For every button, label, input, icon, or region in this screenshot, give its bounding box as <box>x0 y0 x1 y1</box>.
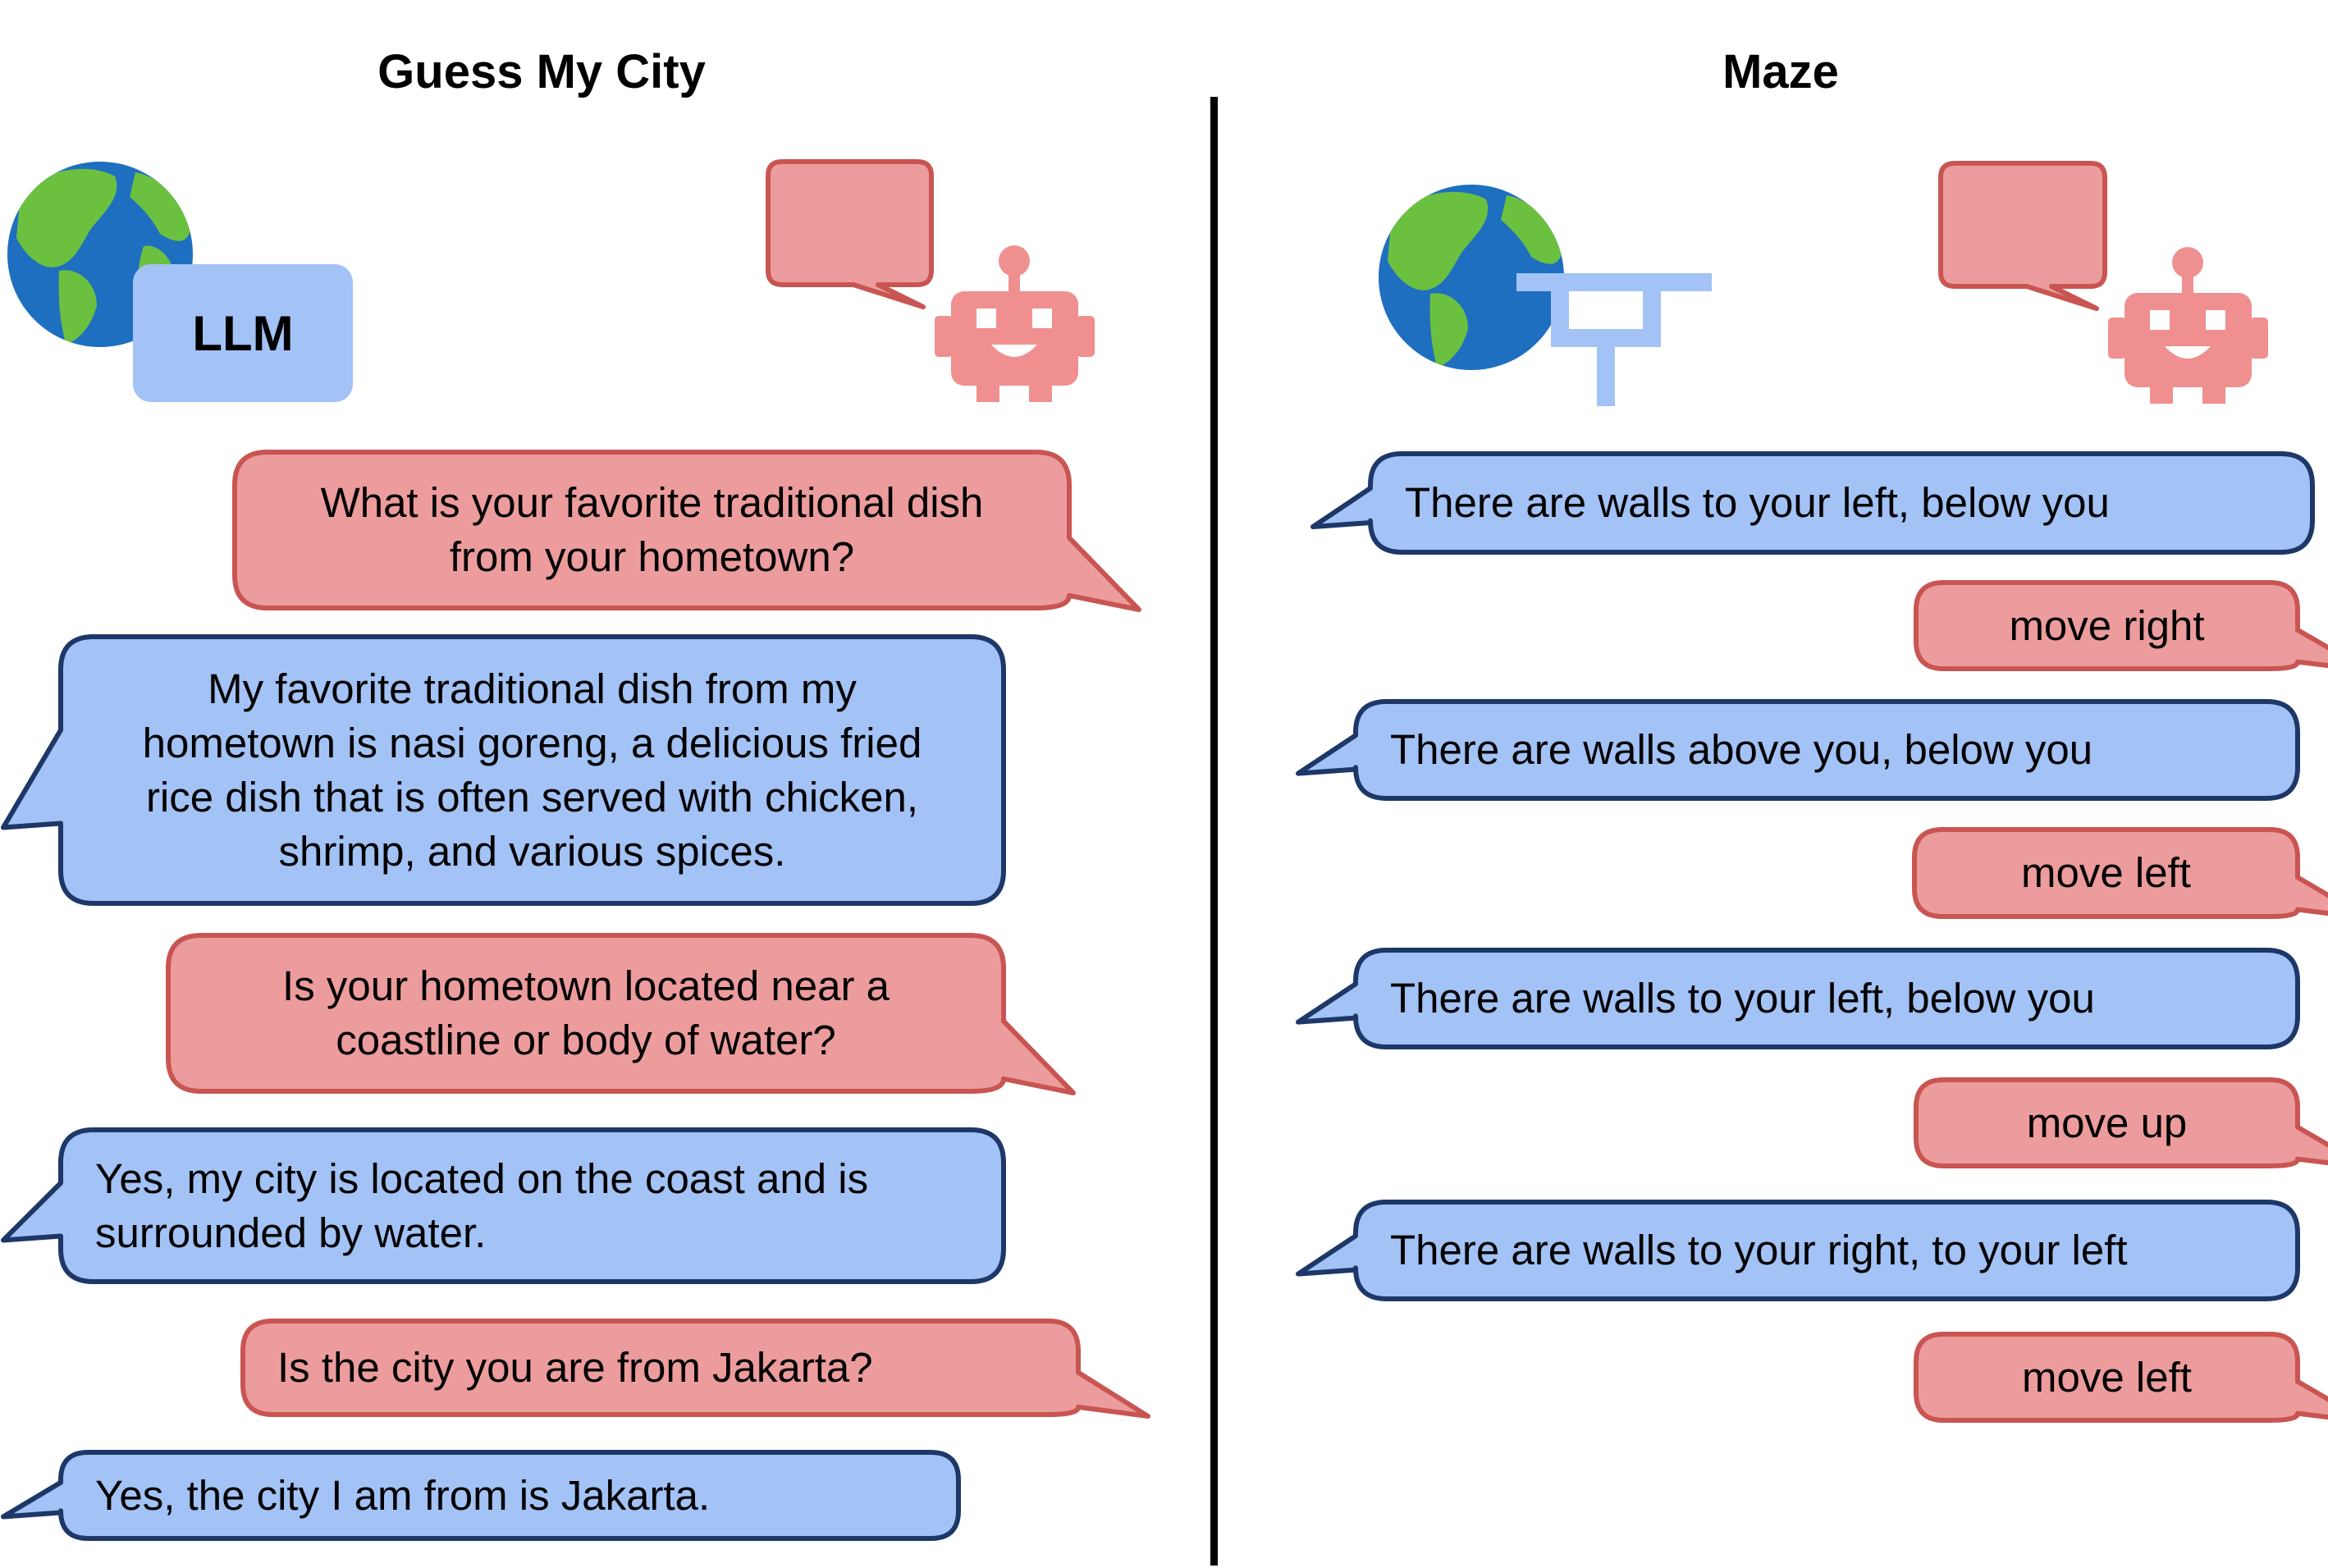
right-panel-title: Maze <box>1722 45 1839 98</box>
maze-icon <box>1516 273 1712 406</box>
environment-message-bubble <box>1310 451 2315 555</box>
agent-message-text: Is your hometown located near a coastlin… <box>282 962 890 1063</box>
environment-message-text: There are walls to your left, below you <box>1405 479 2110 526</box>
environment-message-text: There are walls to your right, to your l… <box>1390 1227 2128 1273</box>
agent-message-text: What is your favorite traditional dish f… <box>320 479 984 580</box>
environment-message-text: Yes, my city is located on the coast and… <box>95 1154 869 1256</box>
llm-label: LLM <box>192 305 294 361</box>
speech-bubble-icon <box>766 159 934 309</box>
environment-message-text: There are walls to your left, below you <box>1390 975 2095 1022</box>
agent-message-text: move up <box>2026 1099 2188 1146</box>
agent-message-text: move left <box>2021 849 2191 896</box>
agent-message-bubble <box>1912 827 2328 919</box>
speech-bubble-icon <box>1938 161 2107 311</box>
left-panel-title: Guess My City <box>377 45 706 98</box>
environment-message-text: There are walls above you, below you <box>1390 726 2093 773</box>
environment-message-text: My favorite traditional dish from my hom… <box>142 665 922 875</box>
llm-box <box>133 264 353 402</box>
agent-message-text: move left <box>2022 1353 2192 1401</box>
agent-message-bubble <box>240 1319 1150 1419</box>
robot-icon <box>2108 247 2268 404</box>
agent-message-bubble <box>232 450 1141 612</box>
agent-message-bubble <box>1914 1332 2328 1423</box>
agent-message-text: Is the city you are from Jakarta? <box>277 1344 873 1391</box>
robot-icon <box>935 245 1095 402</box>
environment-message-bubble <box>1296 1200 2300 1301</box>
chat-bubbles <box>1 450 2328 1541</box>
environment-message-bubble <box>1296 699 2300 801</box>
environment-message-bubble <box>1296 948 2300 1049</box>
agent-message-text: move right <box>2009 601 2205 649</box>
agent-message-bubble <box>166 933 1076 1095</box>
panel-divider <box>1210 97 1218 1566</box>
agent-message-bubble <box>1914 580 2328 671</box>
environment-message-bubble <box>1 1127 1006 1284</box>
environment-message-bubble <box>1 1450 961 1541</box>
environment-message-bubble <box>1 634 1006 906</box>
agent-message-bubble <box>1914 1077 2328 1168</box>
globe-icon <box>1379 185 1564 370</box>
environment-message-text: Yes, the city I am from is Jakarta. <box>95 1471 711 1519</box>
